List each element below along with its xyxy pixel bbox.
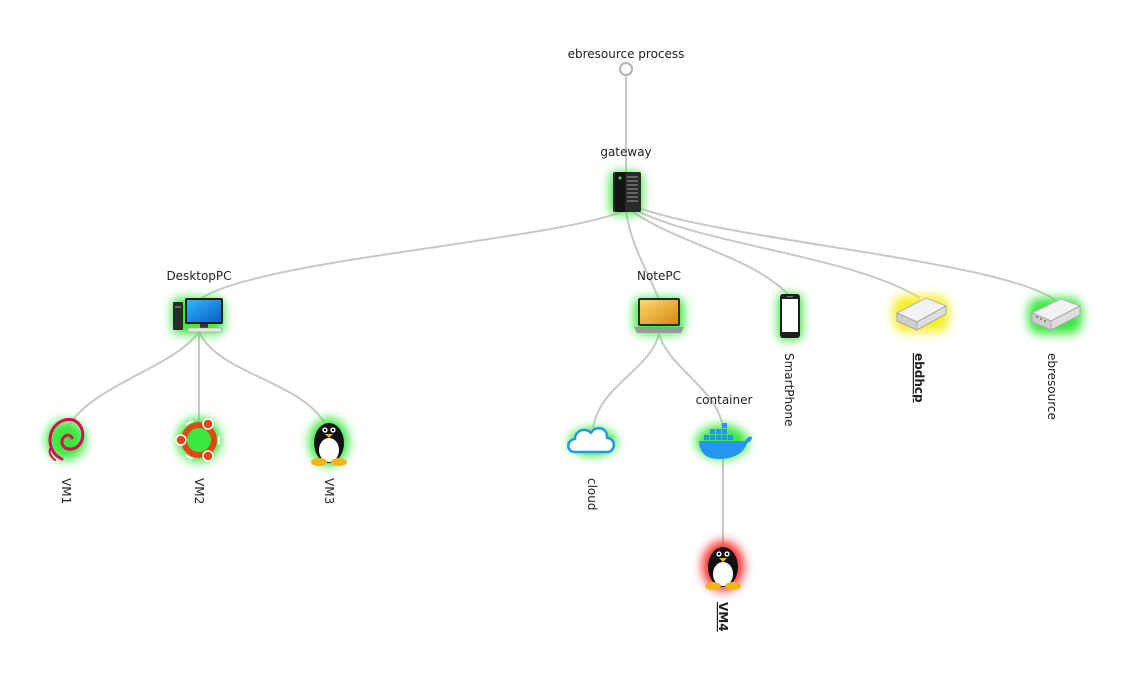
edge-notepc-container <box>658 333 724 431</box>
debian-icon <box>48 417 85 461</box>
node-desktoppc-label: DesktopPC <box>166 269 231 283</box>
ubuntu-icon <box>175 418 220 462</box>
edge-gateway-ebresource <box>633 205 1056 301</box>
edge-gateway-notepc <box>625 209 660 301</box>
appliance-icon <box>895 297 948 331</box>
edge-notepc-cloud <box>592 333 660 429</box>
cloud-icon <box>567 426 615 454</box>
node-container[interactable]: container <box>696 393 753 459</box>
edge-desktoppc-vm1 <box>65 331 200 431</box>
server-tower-icon <box>613 172 641 212</box>
smartphone-icon <box>780 294 800 338</box>
node-ebresource[interactable]: ebresource <box>1028 298 1082 420</box>
appliance-icon <box>1030 298 1082 331</box>
docker-icon <box>699 423 752 459</box>
node-vm1-label: VM1 <box>59 478 73 504</box>
node-vm3[interactable]: VM3 <box>309 418 349 504</box>
node-vm2[interactable]: VM2 <box>175 418 221 504</box>
node-ebdhcp[interactable]: ebdhcp <box>893 296 949 403</box>
node-cloud[interactable]: cloud <box>567 426 617 511</box>
node-ebresource-label: ebresource <box>1045 353 1059 420</box>
vm1-status-glow <box>46 420 86 460</box>
node-vm4-label: VM4 <box>716 602 730 632</box>
node-gateway[interactable]: gateway <box>600 145 652 214</box>
node-root-label: ebresource process <box>568 47 685 61</box>
edges <box>65 76 1056 545</box>
edge-gateway-ebdhcp <box>631 207 921 299</box>
linux-tux-icon <box>311 423 347 466</box>
desktop-pc-icon <box>173 298 223 333</box>
node-vm1[interactable]: VM1 <box>46 417 86 504</box>
node-smartphone[interactable]: SmartPhone <box>778 294 802 426</box>
laptop-icon <box>634 298 684 333</box>
node-container-label: container <box>696 393 753 407</box>
node-smartphone-label: SmartPhone <box>782 353 796 426</box>
edge-gateway-desktoppc <box>198 209 627 301</box>
node-vm2-label: VM2 <box>192 478 206 504</box>
node-vm3-label: VM3 <box>322 478 336 504</box>
node-ebdhcp-label: ebdhcp <box>912 353 926 403</box>
linux-tux-icon <box>705 547 741 590</box>
node-vm4[interactable]: VM4 <box>702 541 744 632</box>
root-circle-icon <box>619 62 633 76</box>
node-notepc[interactable]: NotePC <box>634 269 684 334</box>
edge-gateway-smartphone <box>629 209 791 297</box>
node-notepc-label: NotePC <box>637 269 681 283</box>
node-cloud-label: cloud <box>585 478 599 511</box>
edge-desktoppc-vm3 <box>198 331 327 426</box>
node-root[interactable]: ebresource process <box>568 47 685 76</box>
node-gateway-label: gateway <box>600 145 651 159</box>
node-desktoppc[interactable]: DesktopPC <box>166 269 232 334</box>
